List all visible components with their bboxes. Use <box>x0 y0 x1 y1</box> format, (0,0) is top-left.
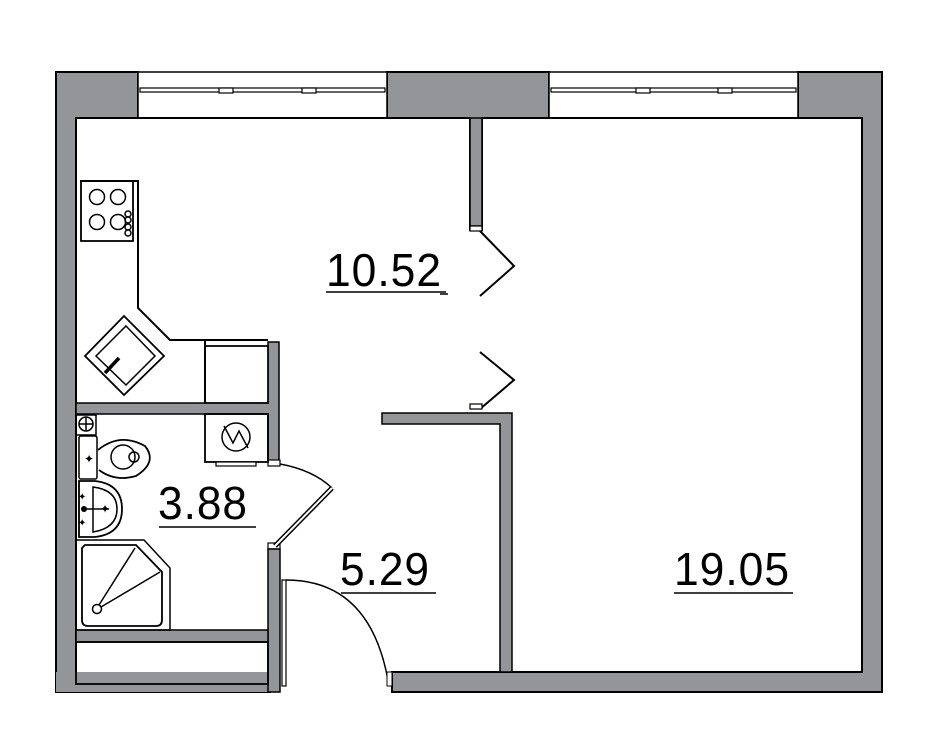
washing-machine-icon <box>204 413 269 467</box>
label-kitchen-area: 10.52 <box>326 244 446 296</box>
partition-hallway-living <box>381 403 513 673</box>
outer-walls <box>55 71 883 693</box>
label-living-area: 19.05 <box>674 543 793 595</box>
label-bathroom-area: 3.88 <box>158 477 256 529</box>
stove-icon <box>80 180 134 242</box>
toilet-icon: ✦ <box>75 414 151 480</box>
partition-bath-hallway <box>75 542 281 693</box>
partition-kitchen-bath <box>75 341 281 467</box>
sink-icon <box>83 314 166 397</box>
fridge-icon <box>204 345 269 404</box>
svg-text:5.29: 5.29 <box>340 543 430 595</box>
washbasin-icon: ✦ ✦ ✦ <box>78 480 123 538</box>
svg-text:19.05: 19.05 <box>674 543 790 595</box>
partition-kitchen-living <box>440 117 516 410</box>
shower-cabin-icon <box>75 539 171 631</box>
svg-text:10.52: 10.52 <box>326 244 442 296</box>
svg-text:✦: ✦ <box>100 502 110 516</box>
window-left <box>137 71 388 119</box>
label-hallway-area: 5.29 <box>340 543 436 595</box>
svg-text:✦: ✦ <box>84 452 94 466</box>
bathroom-door <box>273 463 334 548</box>
wardrobe-icon <box>75 641 269 685</box>
entry-door <box>281 579 393 687</box>
svg-text:3.88: 3.88 <box>158 477 248 529</box>
svg-text:✦: ✦ <box>78 492 86 503</box>
window-right <box>548 71 799 119</box>
svg-text:✦: ✦ <box>78 518 86 529</box>
